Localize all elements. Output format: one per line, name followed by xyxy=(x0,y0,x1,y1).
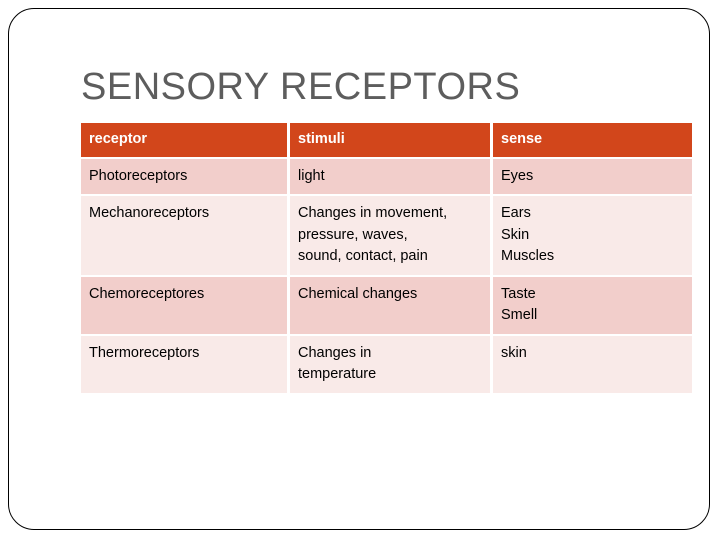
cell-sense: Eyes xyxy=(493,158,692,194)
cell-line: Ears xyxy=(501,205,531,221)
cell-line: Eyes xyxy=(501,167,534,184)
cell-stimuli: light xyxy=(290,158,490,194)
slide-canvas: SENSORY RECEPTORS receptor stimuli sense… xyxy=(8,8,710,530)
table-header: receptor stimuli sense xyxy=(81,123,692,157)
cell-stimuli: Changes in temperature xyxy=(290,335,490,393)
page-title: SENSORY RECEPTORS xyxy=(81,66,521,108)
sensory-receptors-table-wrapper: receptor stimuli sense Photoreceptors lig… xyxy=(81,123,692,393)
cell-line: pressure, waves, xyxy=(298,226,408,243)
cell-line: Smell xyxy=(501,307,538,323)
column-header-receptor: receptor xyxy=(81,123,287,157)
column-header-sense: sense xyxy=(493,123,692,157)
cell-line: light xyxy=(298,167,325,184)
cell-stimuli: Chemical changes xyxy=(290,276,490,334)
cell-line: Chemical changes xyxy=(298,285,418,302)
cell-receptor: Chemoreceptores xyxy=(81,276,287,334)
cell-line: Muscles xyxy=(501,248,555,264)
cell-line: sound, contact, pain xyxy=(298,248,428,264)
table-row: Photoreceptors light Eyes xyxy=(81,158,692,194)
cell-line: Changes in xyxy=(298,344,372,361)
cell-line: Changes in movement, xyxy=(298,205,448,221)
table-header-row: receptor stimuli sense xyxy=(81,123,692,157)
sensory-receptors-table: receptor stimuli sense Photoreceptors lig… xyxy=(78,121,695,395)
cell-line: temperature xyxy=(298,366,377,382)
table-row: Mechanoreceptors Changes in movement, pres… xyxy=(81,196,692,275)
cell-sense: skin xyxy=(493,335,692,393)
table-row: Thermoreceptors Changes in temperature skin xyxy=(81,335,692,393)
cell-line: Taste xyxy=(501,285,536,302)
column-header-stimuli: stimuli xyxy=(290,123,490,157)
cell-stimuli: Changes in movement, pressure, waves, soun… xyxy=(290,196,490,275)
cell-line: skin xyxy=(501,344,527,361)
cell-receptor: Mechanoreceptors xyxy=(81,196,287,275)
cell-receptor: Photoreceptors xyxy=(81,158,287,194)
cell-receptor: Thermoreceptors xyxy=(81,335,287,393)
cell-line: Skin xyxy=(501,226,530,243)
